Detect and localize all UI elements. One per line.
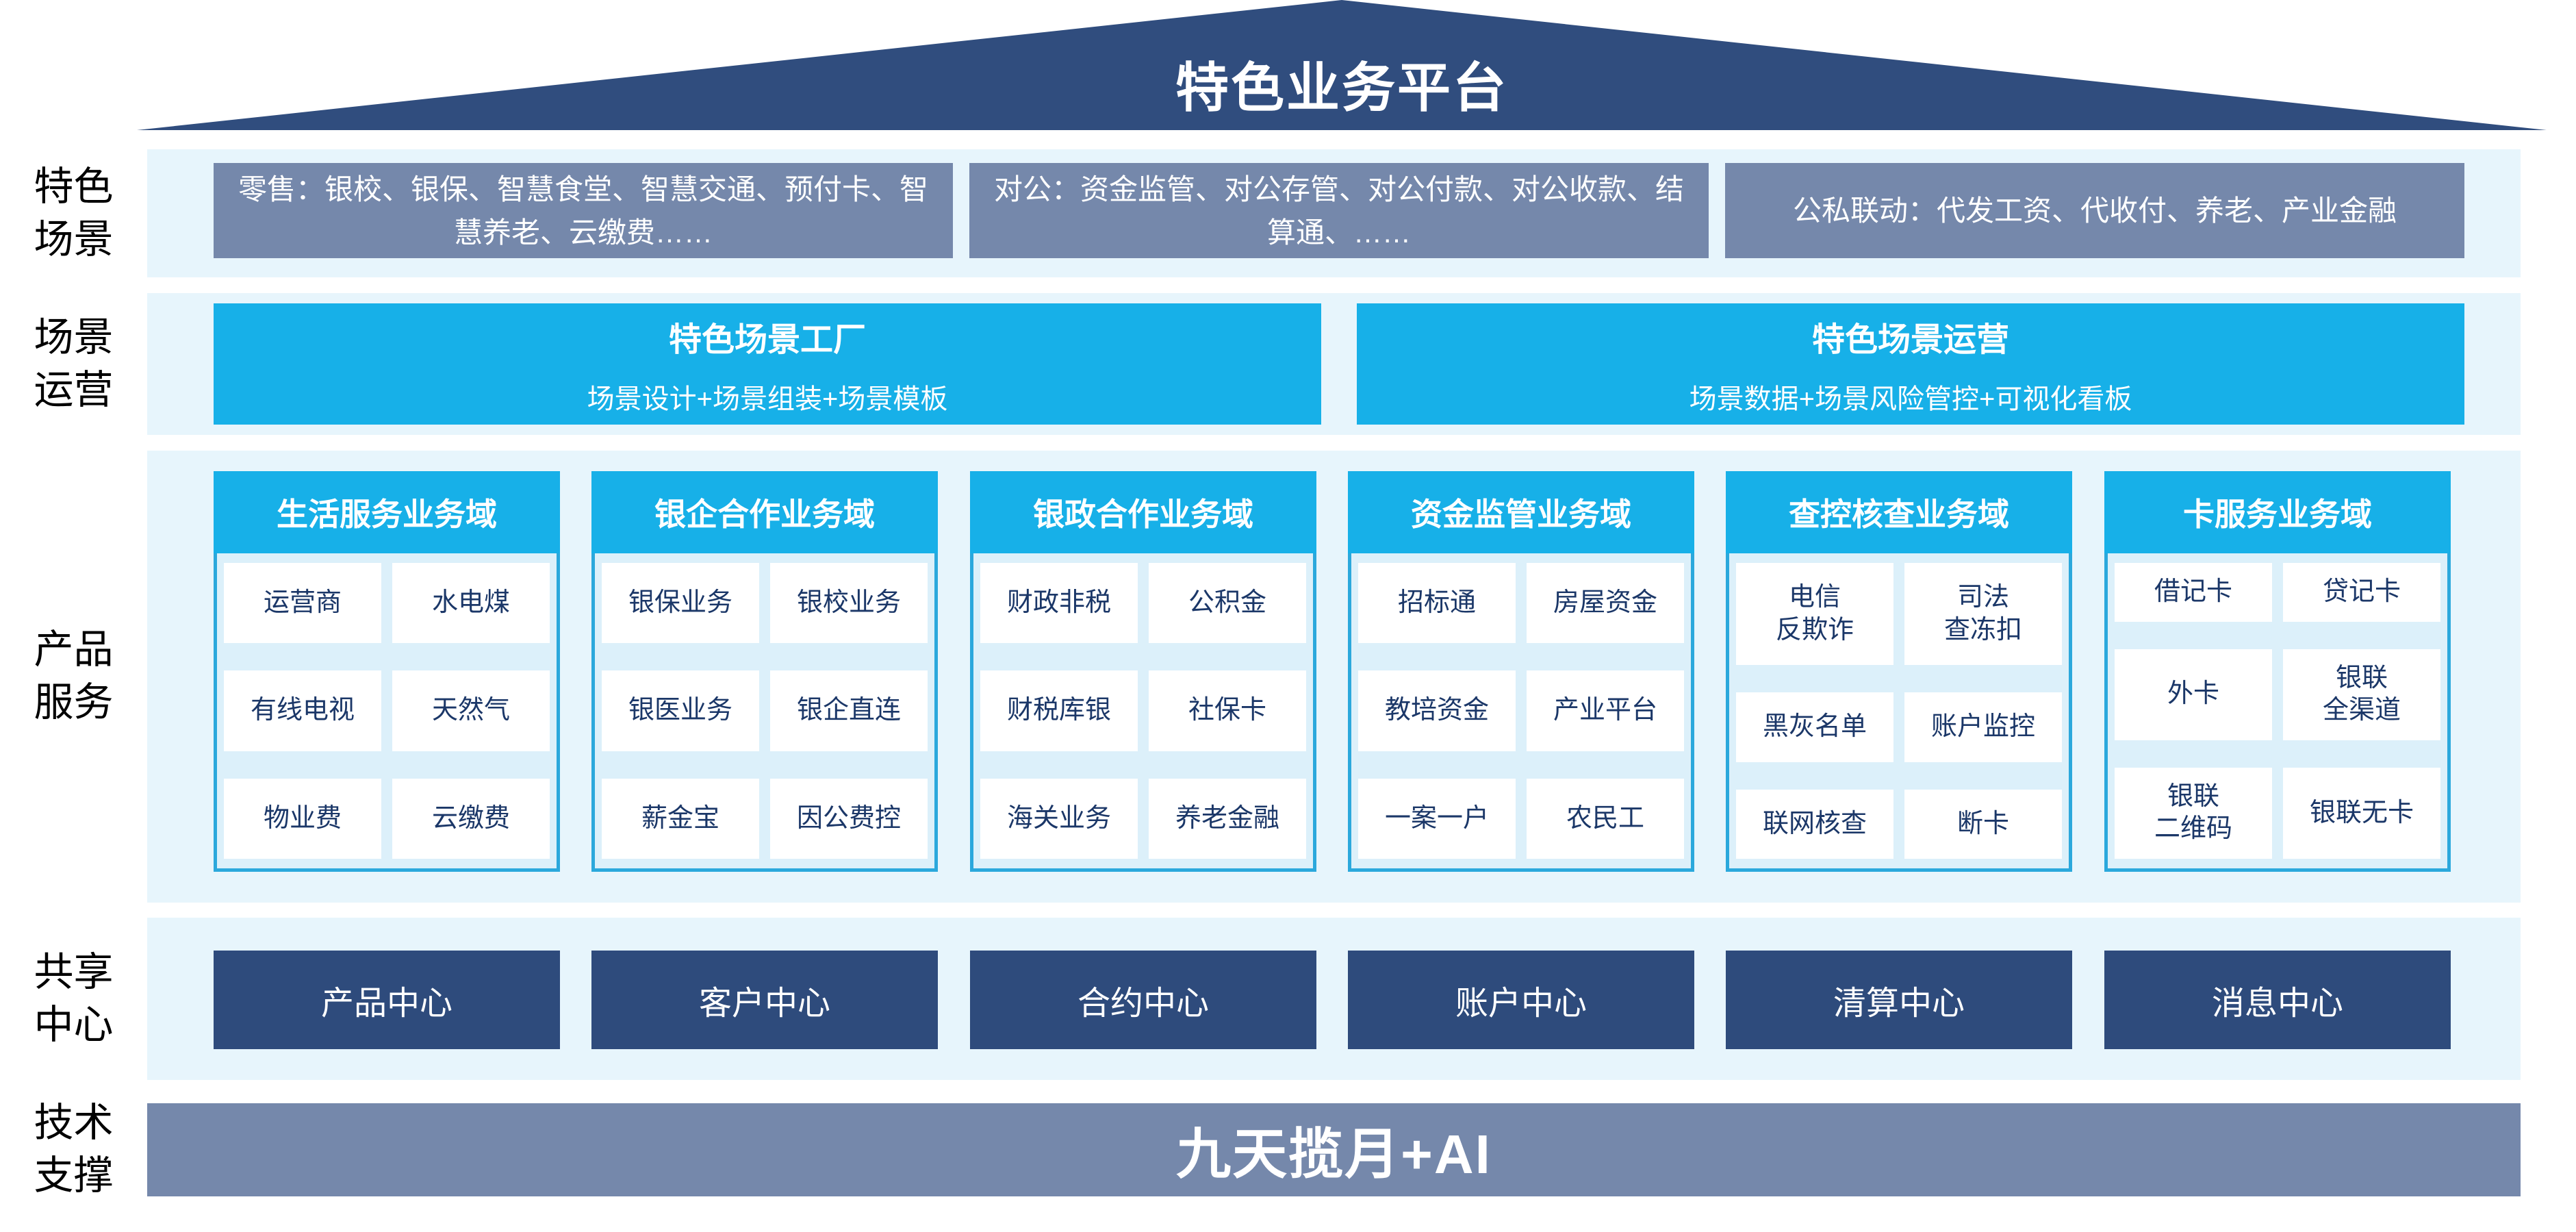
product-domain-panel-life-services: 生活服务业务域 运营商 水电煤 有线电视 天然气 物业费 云缴费 bbox=[214, 471, 560, 872]
product-domain-body: 借记卡 贷记卡 外卡 银联 全渠道 银联 二维码 银联无卡 bbox=[2104, 553, 2451, 872]
product-item: 因公费控 bbox=[770, 778, 928, 859]
product-item: 产业平台 bbox=[1527, 670, 1684, 751]
product-item: 银联 二维码 bbox=[2115, 767, 2272, 859]
ops-box-title: 特色场景运营 bbox=[1811, 321, 2009, 358]
product-item: 银校业务 bbox=[770, 563, 928, 644]
scene-box-corporate: 对公：资金监管、对公存管、对公付款、对公收款、结算通、…… bbox=[969, 163, 1709, 258]
product-item: 一案一户 bbox=[1358, 778, 1516, 859]
product-domain-panel-bank-government: 银政合作业务域 财政非税 公积金 财税库银 社保卡 海关业务 养老金融 bbox=[970, 471, 1316, 872]
product-domain-panel-fund-supervision: 资金监管业务域 招标通 房屋资金 教培资金 产业平台 一案一户 农民工 bbox=[1348, 471, 1694, 872]
side-label-shared: 共享 中心 bbox=[34, 949, 114, 1047]
product-item: 物业费 bbox=[224, 778, 381, 859]
product-item: 司法 查冻扣 bbox=[1904, 563, 2062, 665]
product-item: 财政非税 bbox=[980, 563, 1138, 644]
shared-center-clearing: 清算中心 bbox=[1726, 951, 2072, 1049]
shared-center-message: 消息中心 bbox=[2104, 951, 2451, 1049]
platform-roof: 特色业务平台 bbox=[137, 0, 2547, 130]
product-item: 联网核查 bbox=[1736, 789, 1893, 859]
ops-box-subtitle: 场景设计+场景组装+场景模板 bbox=[587, 384, 948, 414]
side-label-tech: 技术 支撑 bbox=[34, 1101, 114, 1198]
product-item: 银联无卡 bbox=[2283, 767, 2440, 859]
product-item: 银保业务 bbox=[602, 563, 759, 644]
product-domain-panel-bank-enterprise: 银企合作业务域 银保业务 银校业务 银医业务 银企直连 薪金宝 因公费控 bbox=[591, 471, 938, 872]
product-item: 公积金 bbox=[1149, 563, 1306, 644]
product-item: 借记卡 bbox=[2115, 563, 2272, 622]
product-domain-header: 查控核查业务域 bbox=[1726, 471, 2072, 553]
shared-center-customer: 客户中心 bbox=[591, 951, 938, 1049]
ops-box-title: 特色场景工厂 bbox=[668, 321, 866, 358]
scene-box-linkage: 公私联动：代发工资、代收付、养老、产业金融 bbox=[1725, 163, 2464, 258]
side-label-scenes: 特色 场景 bbox=[34, 164, 114, 262]
product-item: 财税库银 bbox=[980, 670, 1138, 751]
ops-box-factory: 特色场景工厂 场景设计+场景组装+场景模板 bbox=[214, 303, 1321, 425]
product-domain-body: 运营商 水电煤 有线电视 天然气 物业费 云缴费 bbox=[214, 553, 560, 872]
product-item: 天然气 bbox=[392, 670, 550, 751]
product-domain-panel-card-services: 卡服务业务域 借记卡 贷记卡 外卡 银联 全渠道 银联 二维码 银联无卡 bbox=[2104, 471, 2451, 872]
product-domain-panel-inquiry-control: 查控核查业务域 电信 反欺诈 司法 查冻扣 黑灰名单 账户监控 联网核查 断卡 bbox=[1726, 471, 2072, 872]
product-item: 薪金宝 bbox=[602, 778, 759, 859]
product-item: 招标通 bbox=[1358, 563, 1516, 644]
product-item: 断卡 bbox=[1904, 789, 2062, 859]
product-item: 银企直连 bbox=[770, 670, 928, 751]
product-item: 运营商 bbox=[224, 563, 381, 644]
tech-support-bar: 九天揽月+AI bbox=[147, 1103, 2521, 1196]
product-item: 云缴费 bbox=[392, 778, 550, 859]
product-domain-header: 卡服务业务域 bbox=[2104, 471, 2451, 553]
product-item: 银医业务 bbox=[602, 670, 759, 751]
product-item: 养老金融 bbox=[1149, 778, 1306, 859]
product-domain-header: 资金监管业务域 bbox=[1348, 471, 1694, 553]
product-item: 房屋资金 bbox=[1527, 563, 1684, 644]
shared-center-account: 账户中心 bbox=[1348, 951, 1694, 1049]
product-item: 海关业务 bbox=[980, 778, 1138, 859]
product-domain-body: 财政非税 公积金 财税库银 社保卡 海关业务 养老金融 bbox=[970, 553, 1316, 872]
product-item: 黑灰名单 bbox=[1736, 692, 1893, 762]
ops-box-subtitle: 场景数据+场景风险管控+可视化看板 bbox=[1689, 384, 2132, 414]
product-item: 账户监控 bbox=[1904, 692, 2062, 762]
shared-center-contract: 合约中心 bbox=[970, 951, 1316, 1049]
side-label-operations: 场景 运营 bbox=[34, 314, 114, 412]
product-item: 外卡 bbox=[2115, 649, 2272, 740]
side-label-products: 产品 服务 bbox=[34, 627, 114, 725]
product-domain-header: 生活服务业务域 bbox=[214, 471, 560, 553]
product-item: 银联 全渠道 bbox=[2283, 649, 2440, 740]
shared-center-product: 产品中心 bbox=[214, 951, 560, 1049]
product-domain-body: 电信 反欺诈 司法 查冻扣 黑灰名单 账户监控 联网核查 断卡 bbox=[1726, 553, 2072, 872]
product-domain-body: 招标通 房屋资金 教培资金 产业平台 一案一户 农民工 bbox=[1348, 553, 1694, 872]
product-item: 有线电视 bbox=[224, 670, 381, 751]
product-item: 社保卡 bbox=[1149, 670, 1306, 751]
platform-title: 特色业务平台 bbox=[1175, 58, 1508, 118]
product-domain-header: 银政合作业务域 bbox=[970, 471, 1316, 553]
product-item: 电信 反欺诈 bbox=[1736, 563, 1893, 665]
scene-box-retail: 零售：银校、银保、智慧食堂、智慧交通、预付卡、智慧养老、云缴费…… bbox=[214, 163, 953, 258]
ops-box-operation: 特色场景运营 场景数据+场景风险管控+可视化看板 bbox=[1357, 303, 2464, 425]
product-item: 农民工 bbox=[1527, 778, 1684, 859]
product-item: 贷记卡 bbox=[2283, 563, 2440, 622]
product-domain-header: 银企合作业务域 bbox=[591, 471, 938, 553]
product-item: 水电煤 bbox=[392, 563, 550, 644]
product-item: 教培资金 bbox=[1358, 670, 1516, 751]
product-domain-body: 银保业务 银校业务 银医业务 银企直连 薪金宝 因公费控 bbox=[591, 553, 938, 872]
